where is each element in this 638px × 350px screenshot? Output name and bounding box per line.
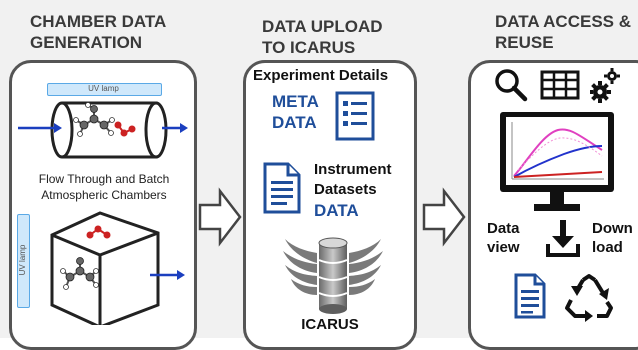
- header-chamber-line2: GENERATION: [30, 33, 143, 52]
- header-chamber-line1: CHAMBER DATA: [30, 12, 167, 31]
- uv-lamp-side: [17, 214, 30, 308]
- uv-lamp-top: [47, 83, 162, 96]
- recycle-icon: [565, 274, 613, 322]
- search-icon: [495, 69, 528, 102]
- list-icon: [335, 91, 375, 141]
- icarus-label: ICARUS: [301, 316, 359, 333]
- uv-lamp-side-label: UV lamp: [18, 244, 27, 276]
- flow-arrow-2: [422, 187, 466, 247]
- grid-table-icon: [540, 70, 580, 100]
- batch-chamber: [50, 211, 185, 325]
- header-upload-line2: TO ICARUS: [262, 38, 356, 57]
- header-access-line1: DATA ACCESS &: [495, 12, 631, 31]
- instrument-label-line2: Datasets: [314, 181, 377, 198]
- gears-icon: [590, 68, 620, 103]
- experiment-details-label: Experiment Details: [253, 67, 389, 84]
- download-line1: Down: [592, 220, 633, 237]
- flow-through-chamber: [18, 101, 188, 159]
- instrument-label-line1: Instrument: [314, 161, 392, 178]
- uv-lamp-top-label: UV lamp: [88, 84, 119, 93]
- data-view-line1: Data: [487, 220, 520, 237]
- header-access-line2: REUSE: [495, 33, 554, 52]
- flow-arrow-1: [198, 187, 242, 247]
- header-upload-line1: DATA UPLOAD: [262, 17, 383, 36]
- chamber-caption-line2: Atmospheric Chambers: [41, 188, 167, 202]
- download-line2: load: [592, 239, 623, 256]
- meta-label-line2: DATA: [272, 113, 317, 132]
- database-icon: [283, 237, 383, 314]
- download-icon: [546, 220, 580, 257]
- monitor-plot-icon: [500, 112, 614, 211]
- data-view-line2: view: [487, 239, 520, 256]
- document-icon: [263, 162, 301, 214]
- meta-label-line1: META: [272, 92, 319, 111]
- data-label: DATA: [314, 201, 359, 220]
- chamber-caption-line1: Flow Through and Batch: [38, 172, 170, 186]
- document-icon: [514, 273, 546, 319]
